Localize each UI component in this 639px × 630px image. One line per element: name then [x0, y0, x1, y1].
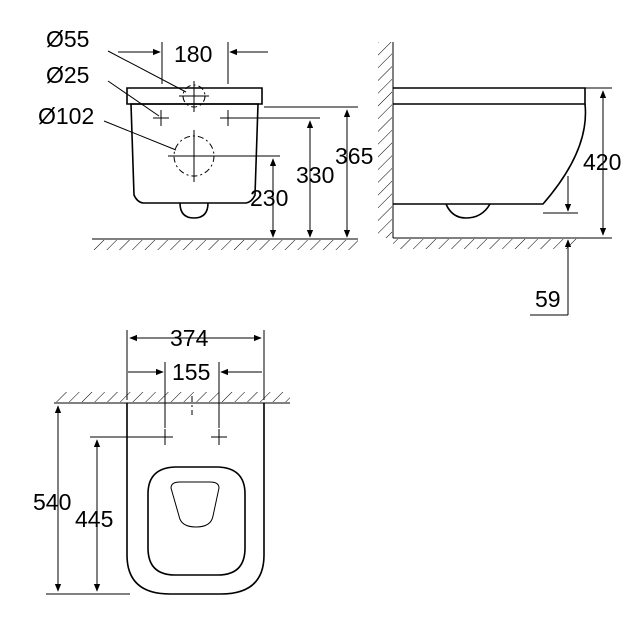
top-holes [157, 396, 227, 445]
label-offset-59: 59 [535, 286, 561, 312]
label-height-365: 365 [335, 143, 373, 169]
front-toilet-body [126, 87, 263, 219]
label-height-420: 420 [583, 149, 621, 175]
side-floor [393, 237, 578, 249]
top-wall [54, 392, 290, 404]
label-width-374: 374 [170, 325, 209, 351]
label-depth-445: 445 [75, 506, 113, 532]
front-connections [153, 81, 236, 182]
label-diameter-102: Ø102 [38, 103, 94, 129]
label-diameter-25: Ø25 [46, 62, 89, 88]
label-height-230: 230 [250, 185, 288, 211]
top-view: 374 155 540 445 [33, 325, 290, 595]
front-floor [92, 238, 358, 250]
side-toilet-profile [393, 87, 587, 219]
side-wall [378, 42, 394, 238]
top-toilet-outline [126, 403, 265, 595]
front-view: Ø55 Ø25 Ø102 180 365 330 230 [38, 26, 373, 250]
label-height-330: 330 [296, 162, 334, 188]
side-view: 420 59 [378, 42, 621, 316]
label-width-180: 180 [174, 41, 212, 67]
label-width-155: 155 [172, 359, 210, 385]
label-depth-540: 540 [33, 489, 71, 515]
label-diameter-55: Ø55 [46, 26, 89, 52]
